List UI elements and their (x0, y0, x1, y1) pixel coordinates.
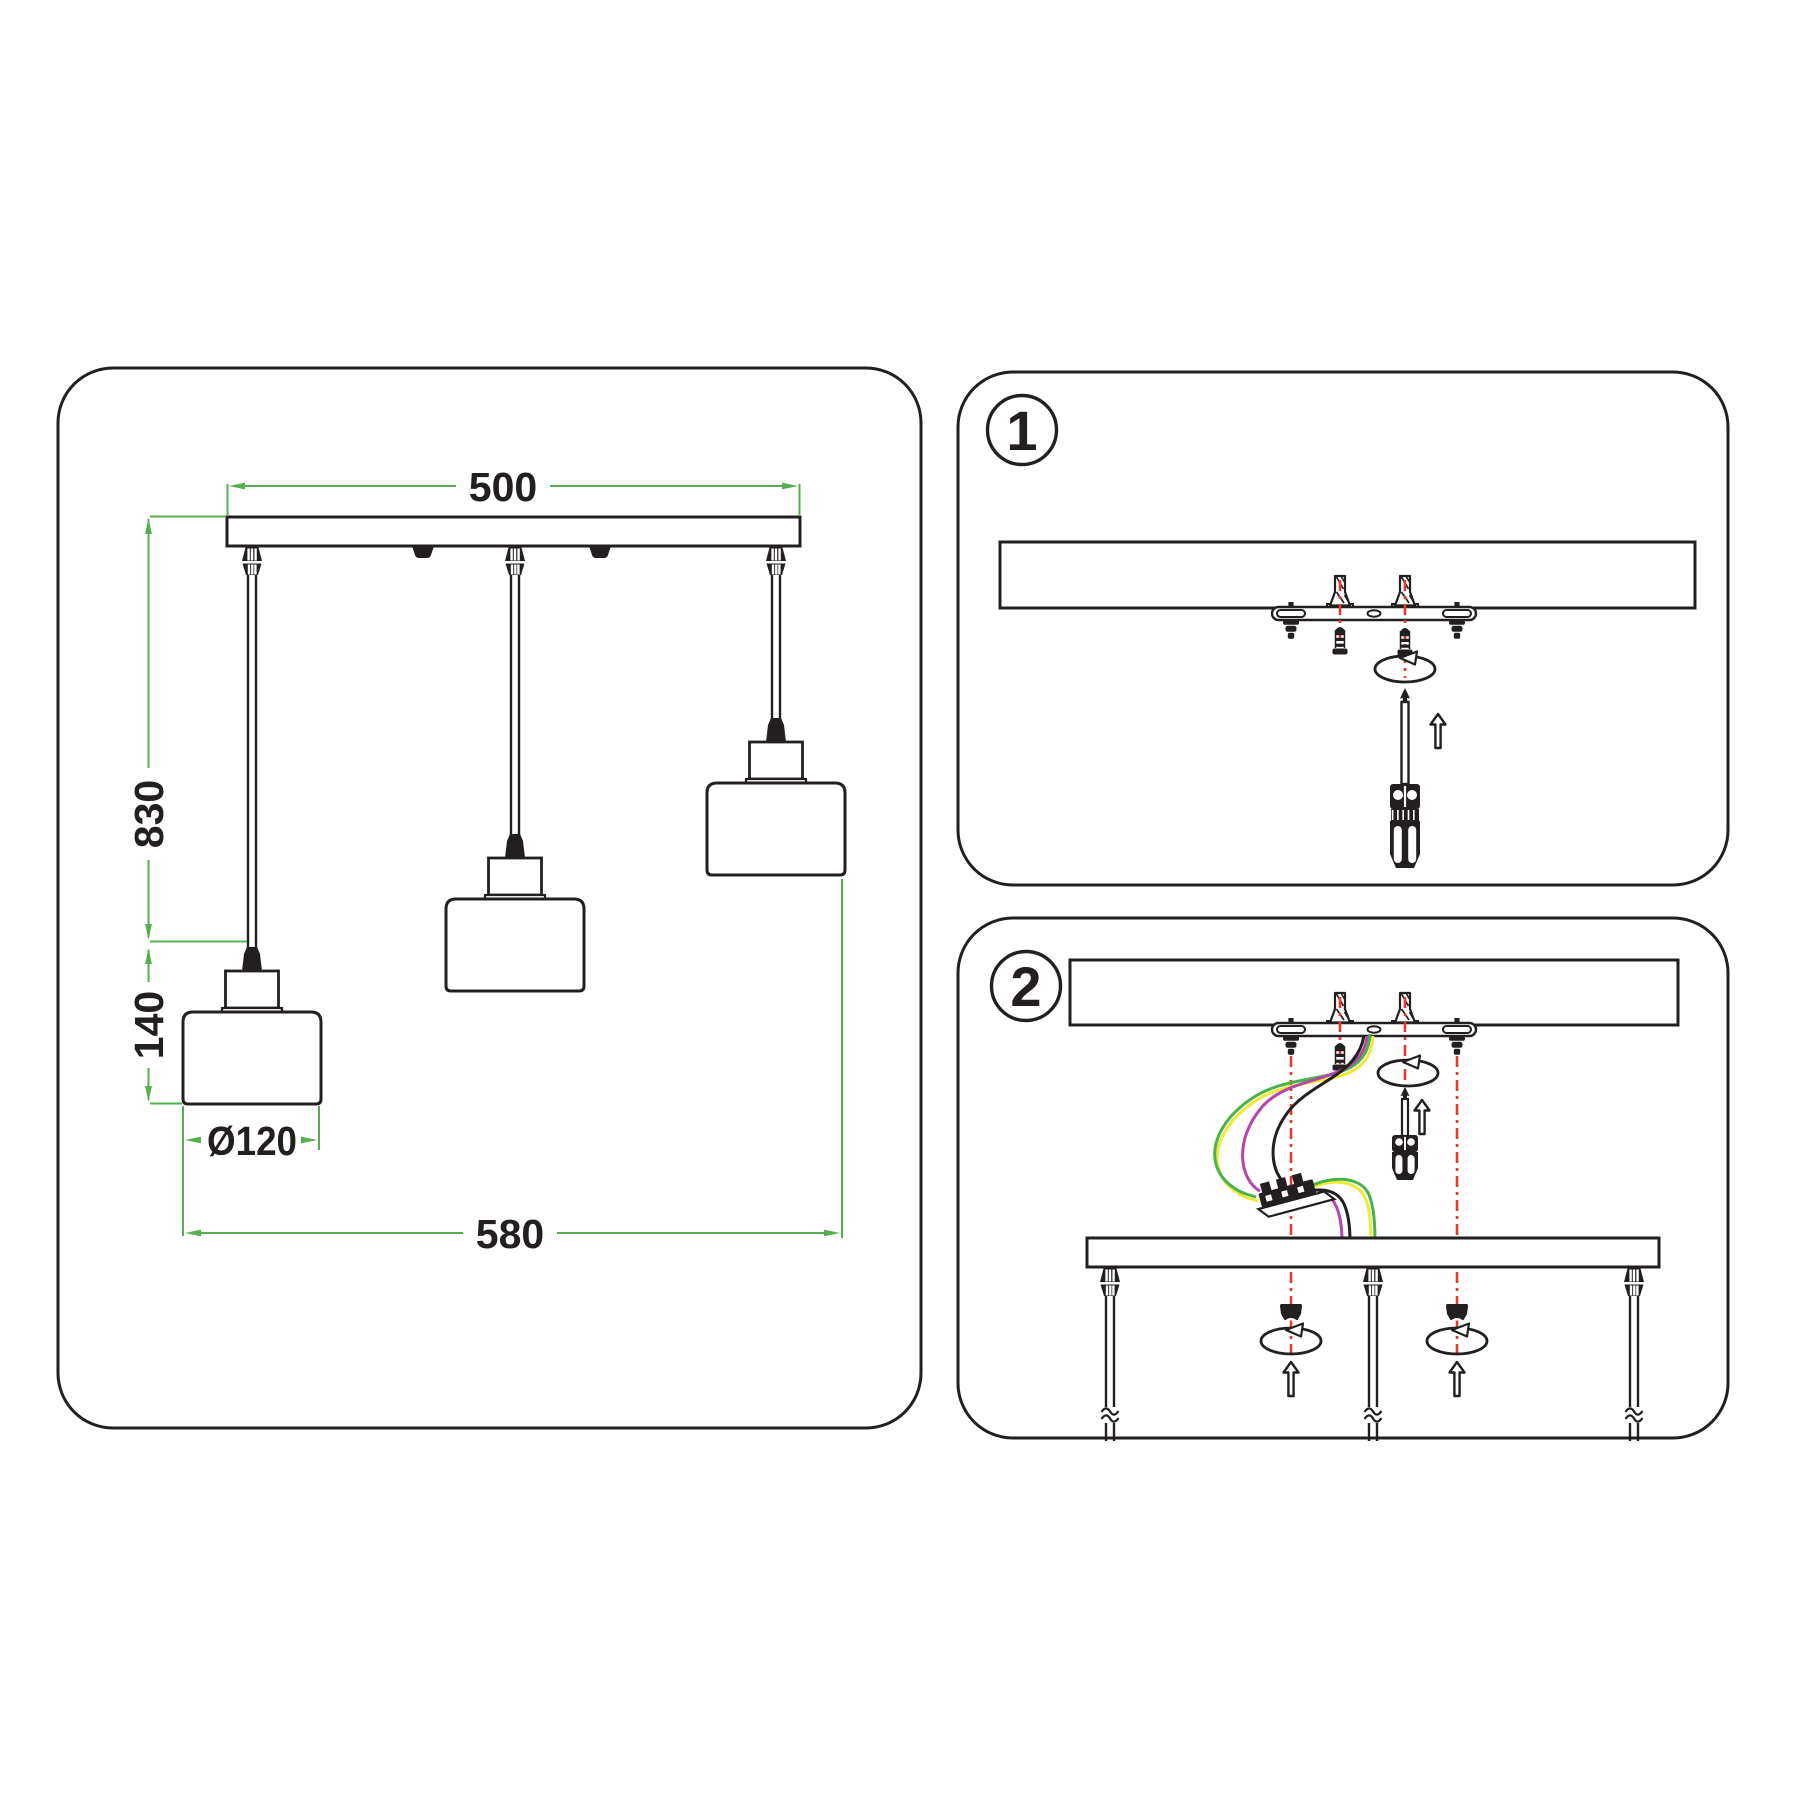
canopy-bar (1085, 1236, 1661, 1269)
screw-icon (1396, 627, 1414, 657)
ceiling (1068, 958, 1680, 1027)
dim-lamp-height: 140 (126, 991, 172, 1059)
mounting-bracket (1270, 605, 1478, 622)
screwdriver-icon (1390, 688, 1420, 868)
neutral-wire (1271, 1034, 1366, 1186)
dimension-arrows (145, 482, 840, 1237)
cord-break-icon (1363, 1405, 1383, 1425)
step-number: 1 (1006, 399, 1037, 462)
dimension-panel: 500 830 140 Ø120 580 (56, 366, 923, 1430)
dim-canopy-width: 500 (469, 464, 537, 510)
dimension-lines (147, 484, 843, 1238)
step-1-panel: 1 (956, 370, 1730, 887)
earth-wire (1213, 1033, 1377, 1242)
mounting-bracket (1270, 1021, 1478, 1038)
dim-shade-diameter: Ø120 (207, 1118, 297, 1164)
step-number-badge (989, 949, 1063, 1023)
step-2-panel: 2 (956, 916, 1730, 1441)
cord-break-icon (1624, 1405, 1644, 1425)
step-number-badge (985, 393, 1059, 467)
dim-suspension-drop: 830 (126, 780, 172, 848)
screwdriver-icon (1392, 1087, 1418, 1180)
suspension-cord (246, 575, 782, 948)
dim-overall-width: 580 (476, 1211, 544, 1257)
canopy-bar (225, 515, 802, 548)
screw-icon (1331, 626, 1349, 656)
bar-nut-icon (412, 546, 434, 558)
bar-nut-icon (589, 546, 611, 558)
cord-break-icon (1100, 1405, 1120, 1425)
terminal-block (1255, 1172, 1337, 1218)
step-number: 2 (1010, 955, 1041, 1018)
